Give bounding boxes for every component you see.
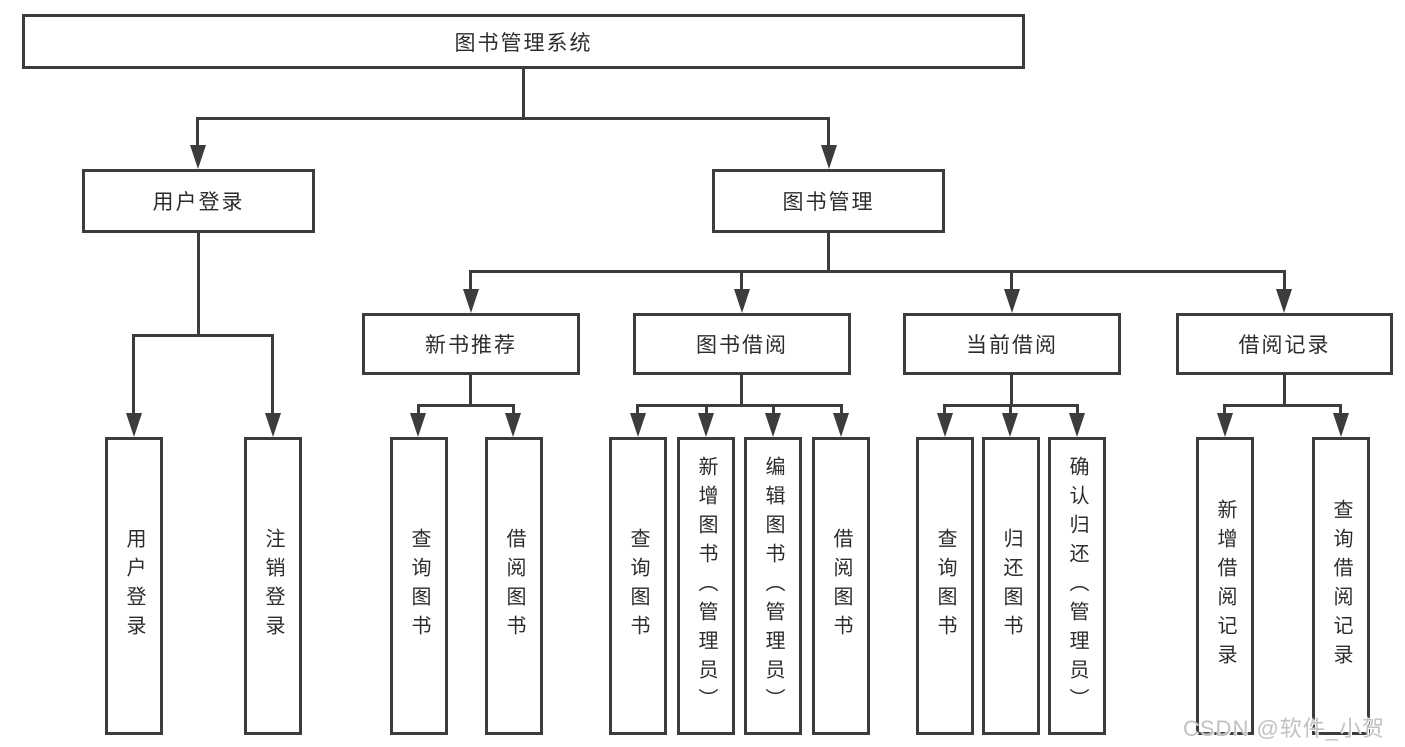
arrow-down-icon [765, 413, 781, 437]
connector-line-vertical [522, 68, 525, 119]
leaf-confirm-return-admin: 确认归还（管理员） [1048, 437, 1106, 735]
arrow-down-icon [821, 145, 837, 169]
leaf-edit-books-admin: 编辑图书（管理员） [744, 437, 802, 735]
connector-line-vertical [827, 117, 830, 150]
arrow-down-icon [265, 413, 281, 437]
connector-line-horizontal [133, 334, 274, 337]
arrow-down-icon [463, 289, 479, 313]
arrow-down-icon [126, 413, 142, 437]
connector-line-horizontal [470, 270, 1285, 273]
leaf-add-borrow-record: 新增借阅记录 [1196, 437, 1254, 735]
leaf-borrow-books: 借阅图书 [812, 437, 870, 735]
connector-line-vertical [943, 404, 946, 416]
csdn-watermark: CSDN @软件_小贺同学 [1183, 716, 1386, 741]
leaf-query-books-borrowing: 查询图书 [609, 437, 667, 735]
connector-line-vertical [705, 404, 708, 416]
leaf-query-borrow-record: 查询借阅记录 [1312, 437, 1370, 735]
connector-line-vertical [1283, 375, 1286, 407]
node-library-system: 图书管理系统 [22, 14, 1025, 69]
node-book-borrowing: 图书借阅 [633, 313, 851, 375]
leaf-add-books-admin: 新增图书（管理员） [677, 437, 735, 735]
connector-line-vertical [740, 375, 743, 407]
node-user-login-module: 用户登录 [82, 169, 315, 233]
arrow-down-icon [505, 413, 521, 437]
connector-line-vertical [512, 404, 515, 416]
connector-line-vertical [1339, 404, 1342, 416]
connector-line-horizontal [1223, 404, 1342, 407]
connector-line-vertical [417, 404, 420, 416]
connector-line-vertical [1223, 404, 1226, 416]
arrow-down-icon [734, 289, 750, 313]
leaf-query-books-recommend: 查询图书 [390, 437, 448, 735]
arrow-down-icon [410, 413, 426, 437]
connector-line-vertical [132, 334, 135, 416]
connector-line-vertical [1010, 270, 1013, 296]
arrow-down-icon [698, 413, 714, 437]
connector-line-vertical [1076, 404, 1079, 416]
arrow-down-icon [937, 413, 953, 437]
connector-line-vertical [1009, 404, 1012, 416]
leaf-query-books-current: 查询图书 [916, 437, 974, 735]
leaf-logout: 注销登录 [244, 437, 302, 735]
leaf-return-books: 归还图书 [982, 437, 1040, 735]
connector-line-horizontal [417, 404, 515, 407]
connector-line-vertical [636, 404, 639, 416]
arrow-down-icon [1276, 289, 1292, 313]
node-book-management: 图书管理 [712, 169, 945, 233]
leaf-borrow-books-recommend: 借阅图书 [485, 437, 543, 735]
connector-line-vertical [1283, 270, 1286, 296]
connector-line-vertical [840, 404, 843, 416]
arrow-down-icon [833, 413, 849, 437]
arrow-down-icon [1217, 413, 1233, 437]
connector-line-vertical [197, 233, 200, 337]
connector-line-vertical [469, 270, 472, 296]
connector-line-horizontal [636, 404, 843, 407]
arrow-down-icon [630, 413, 646, 437]
connector-line-vertical [772, 404, 775, 416]
leaf-user-login: 用户登录 [105, 437, 163, 735]
connector-line-vertical [740, 270, 743, 296]
connector-line-horizontal [943, 404, 1079, 407]
connector-line-vertical [196, 117, 199, 150]
connector-line-horizontal [197, 117, 830, 120]
arrow-down-icon [190, 145, 206, 169]
connector-line-vertical [271, 334, 274, 416]
node-current-borrowing: 当前借阅 [903, 313, 1121, 375]
arrow-down-icon [1004, 289, 1020, 313]
arrow-down-icon [1002, 413, 1018, 437]
arrow-down-icon [1333, 413, 1349, 437]
connector-line-vertical [1010, 375, 1013, 407]
node-new-book-recommendation: 新书推荐 [362, 313, 580, 375]
arrow-down-icon [1069, 413, 1085, 437]
connector-line-vertical [827, 233, 830, 273]
node-borrowing-records: 借阅记录 [1176, 313, 1393, 375]
connector-line-vertical [469, 375, 472, 407]
